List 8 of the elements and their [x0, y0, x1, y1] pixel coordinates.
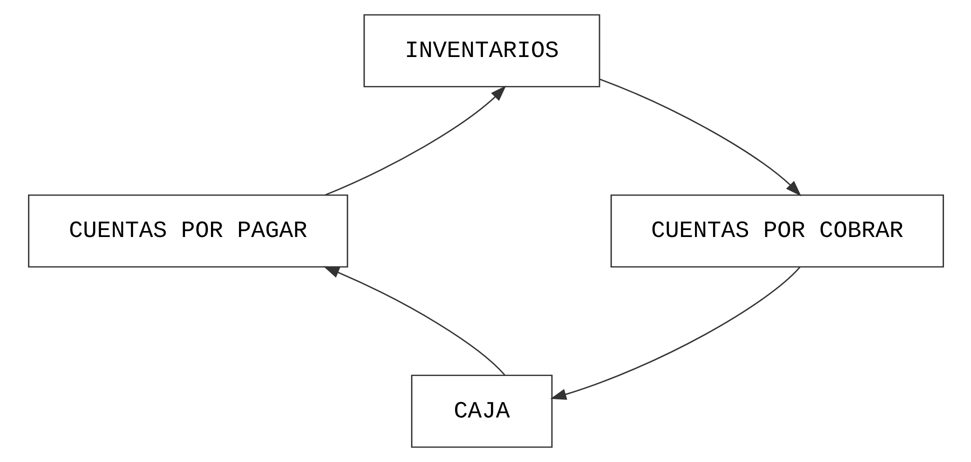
node-box: INVENTARIOS: [363, 14, 600, 88]
node-box: CUENTAS POR COBRAR: [610, 194, 944, 268]
arrow: [322, 266, 505, 376]
node-box: CUENTAS POR PAGAR: [28, 194, 348, 268]
arrow: [324, 86, 506, 196]
node-box: CAJA: [410, 374, 552, 448]
arrow: [550, 266, 800, 400]
arrow: [598, 78, 801, 196]
